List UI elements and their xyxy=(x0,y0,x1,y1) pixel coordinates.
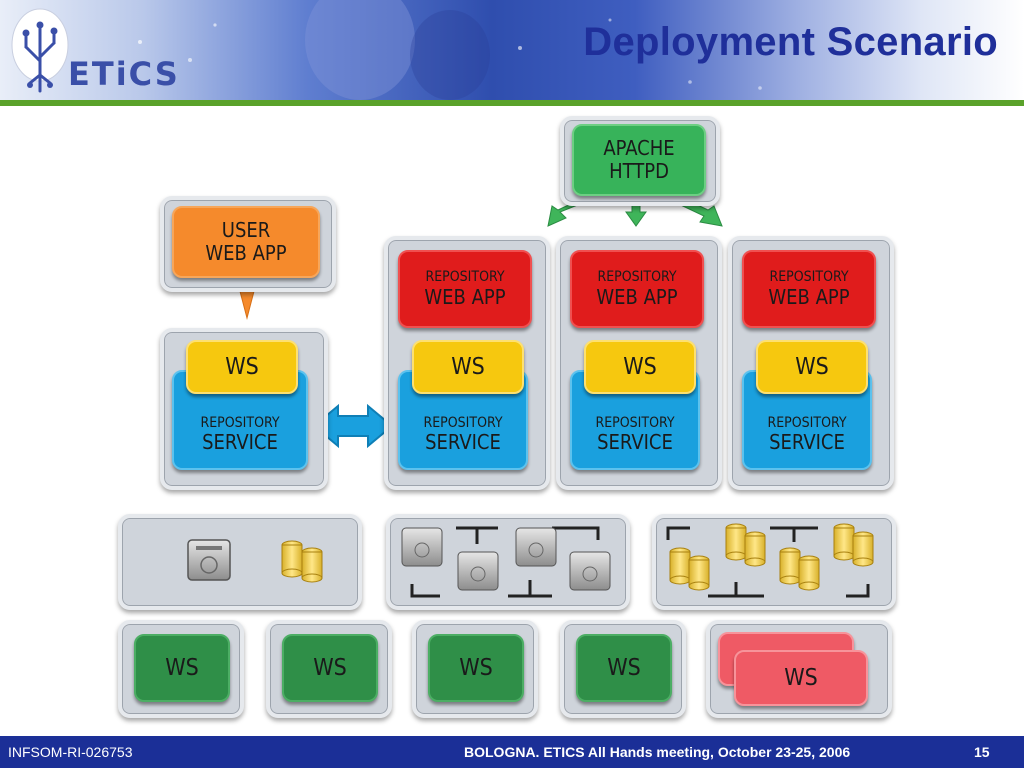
left-service-line1: REPOSITORY xyxy=(200,414,280,431)
repo-svc-line2: SERVICE xyxy=(769,430,845,454)
ws-label: WS xyxy=(459,654,493,681)
database-stack-icon xyxy=(669,547,710,591)
footer-meeting: BOLOGNA. ETICS All Hands meeting, Octobe… xyxy=(464,744,851,760)
ws-label: WS xyxy=(795,353,829,380)
ws-label: WS xyxy=(623,353,657,380)
slide-header: ETiCS Deployment Scenario xyxy=(0,0,1024,100)
database-stack-icon xyxy=(833,523,874,567)
disk-cluster xyxy=(410,526,600,598)
database-stack-icon xyxy=(779,547,820,591)
ws-label: WS xyxy=(607,654,641,681)
storage-panel-single xyxy=(118,514,362,610)
hard-disk-icon xyxy=(457,551,499,591)
ws-label: WS xyxy=(165,654,199,681)
bottom-ws-box-4: WS xyxy=(576,634,672,702)
repository-web-app-box-1: REPOSITORY WEB APP xyxy=(398,250,532,328)
header-divider xyxy=(0,100,1024,106)
database-stack-icon xyxy=(725,523,766,567)
repo-svc-line2: SERVICE xyxy=(597,430,673,454)
ws-box-2: WS xyxy=(584,340,696,394)
bottom-ws-box-5: WS xyxy=(734,650,868,706)
hard-disk-icon xyxy=(515,527,557,567)
repo-web-line2: WEB APP xyxy=(424,284,506,309)
slide-footer: INFSOM-RI-026753 BOLOGNA. ETICS All Hand… xyxy=(0,736,1024,768)
footer-page-number: 15 xyxy=(974,744,990,760)
repo-svc-line1: REPOSITORY xyxy=(595,414,675,431)
storage-panel-databases xyxy=(652,514,896,610)
repo-web-line2: WEB APP xyxy=(768,284,850,309)
hard-disk-icon xyxy=(187,539,231,581)
apache-line2: HTTPD xyxy=(609,159,669,183)
apache-line1: APACHE xyxy=(603,136,675,160)
header-background-decoration xyxy=(138,0,762,100)
left-service-line2: SERVICE xyxy=(202,430,278,454)
bottom-ws-box-3: WS xyxy=(428,634,524,702)
bottom-ws-box-2: WS xyxy=(282,634,378,702)
left-ws-label: WS xyxy=(225,353,259,380)
apache-httpd-box: APACHE HTTPD xyxy=(572,124,706,196)
ws-label: WS xyxy=(313,654,347,681)
repo-web-line2: WEB APP xyxy=(596,284,678,309)
hard-disk-icon xyxy=(569,551,611,591)
svg-text:ETiCS: ETiCS xyxy=(68,55,180,93)
db-cluster-lines xyxy=(666,526,870,598)
hard-disk-icon xyxy=(401,527,443,567)
user-web-app-box: USER WEB APP xyxy=(172,206,320,278)
repo-svc-line1: REPOSITORY xyxy=(767,414,847,431)
storage-panel-disks xyxy=(386,514,630,610)
footer-project-code: INFSOM-RI-026753 xyxy=(8,744,133,760)
repo-web-line1: REPOSITORY xyxy=(425,269,505,286)
repo-web-line1: REPOSITORY xyxy=(597,269,677,286)
ws-box-1: WS xyxy=(412,340,524,394)
user-web-app-line1: USER xyxy=(221,218,271,242)
database-stack-icon xyxy=(281,540,323,583)
user-web-app-line2: WEB APP xyxy=(205,241,287,265)
repository-web-app-box-3: REPOSITORY WEB APP xyxy=(742,250,876,328)
repo-svc-line2: SERVICE xyxy=(425,430,501,454)
repo-svc-line1: REPOSITORY xyxy=(423,414,503,431)
repo-web-line1: REPOSITORY xyxy=(769,269,849,286)
ws-label: WS xyxy=(451,353,485,380)
ws-box-3: WS xyxy=(756,340,868,394)
repository-web-app-box-2: REPOSITORY WEB APP xyxy=(570,250,704,328)
etics-logo: ETiCS xyxy=(11,8,180,93)
bottom-ws-box-1: WS xyxy=(134,634,230,702)
slide-title: Deployment Scenario xyxy=(583,20,998,64)
ws-label: WS xyxy=(784,664,818,691)
left-ws-box: WS xyxy=(186,340,298,394)
